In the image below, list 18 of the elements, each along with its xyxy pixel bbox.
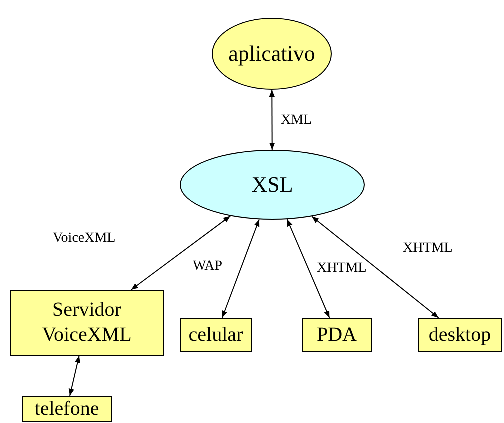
double-arrow [269, 90, 276, 150]
node-label: desktop [428, 322, 492, 348]
node-label: celular [188, 322, 244, 348]
double-arrow [222, 219, 260, 318]
node-label: aplicativo [228, 40, 316, 68]
process-box [418, 318, 502, 352]
process-box [10, 290, 164, 356]
double-arrow [130, 216, 232, 290]
node-label: telefone [34, 396, 100, 422]
node-label: PDA [316, 322, 357, 348]
node-label: XSL [252, 171, 294, 199]
double-arrow [286, 219, 330, 318]
process-box [302, 318, 372, 352]
double-arrow [68, 356, 80, 396]
double-arrow [312, 216, 440, 318]
process-box [180, 318, 252, 352]
process-box [22, 396, 112, 422]
node-label: Servidor VoiceXML [41, 298, 133, 348]
